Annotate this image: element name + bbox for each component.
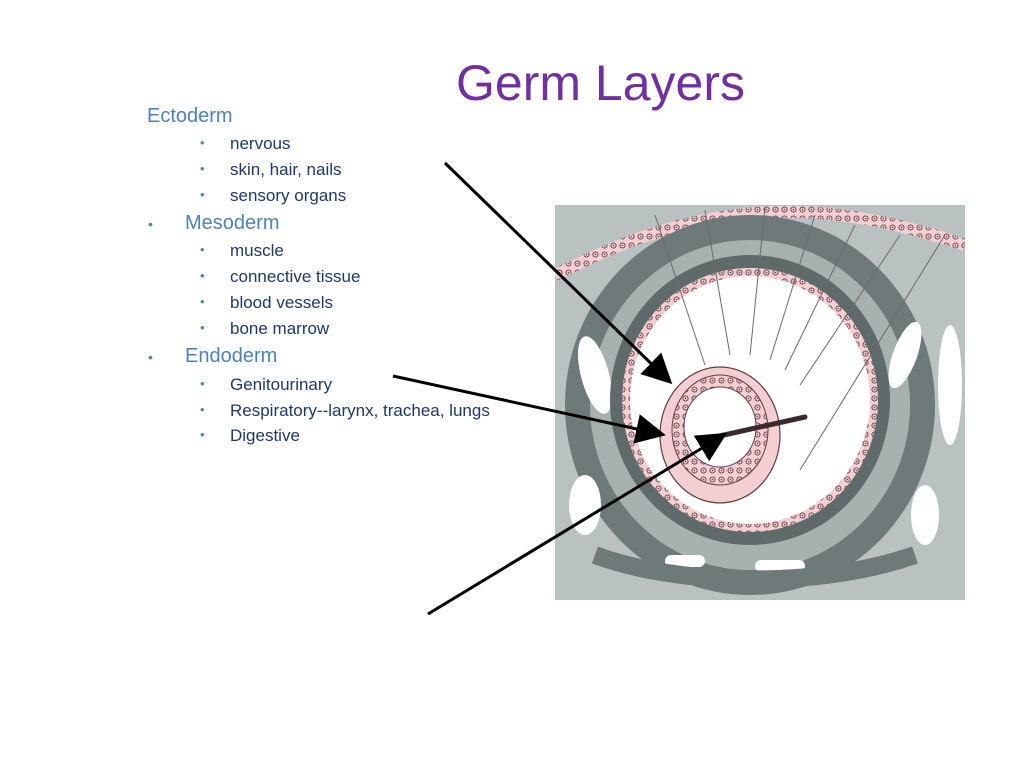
heading-mesoderm: Mesoderm [185, 212, 280, 234]
bullet-icon: • [200, 294, 205, 309]
slide-title: Germ Layers [456, 55, 745, 111]
bullet-icon: • [200, 268, 205, 283]
item-respiratory: Respiratory--larynx, trachea, lungs [230, 401, 490, 420]
item-nervous: nervous [230, 134, 291, 153]
heading-endoderm: Endoderm [185, 345, 278, 367]
item-connective-tissue: connective tissue [230, 267, 361, 286]
bullet-icon: • [148, 349, 153, 365]
item-muscle: muscle [230, 241, 284, 260]
bullet-icon: • [200, 187, 205, 202]
bullet-icon: • [200, 320, 205, 335]
embryo-cross-section-image [555, 205, 965, 600]
bullet-icon: • [200, 376, 205, 391]
bullet-icon: • [200, 161, 205, 176]
bullet-icon: • [148, 216, 153, 232]
item-sensory-organs: sensory organs [230, 186, 347, 205]
item-digestive: Digestive [230, 426, 300, 445]
bullet-icon: • [200, 242, 205, 257]
heading-ectoderm: Ectoderm [147, 105, 233, 127]
item-genitourinary: Genitourinary [230, 375, 333, 394]
bullet-icon: • [200, 402, 205, 417]
item-blood-vessels: blood vessels [230, 293, 334, 312]
bullet-icon: • [200, 135, 205, 150]
bullet-icon: • [200, 427, 205, 442]
item-bone-marrow: bone marrow [230, 319, 330, 338]
item-skin-hair-nails: skin, hair, nails [230, 160, 342, 179]
